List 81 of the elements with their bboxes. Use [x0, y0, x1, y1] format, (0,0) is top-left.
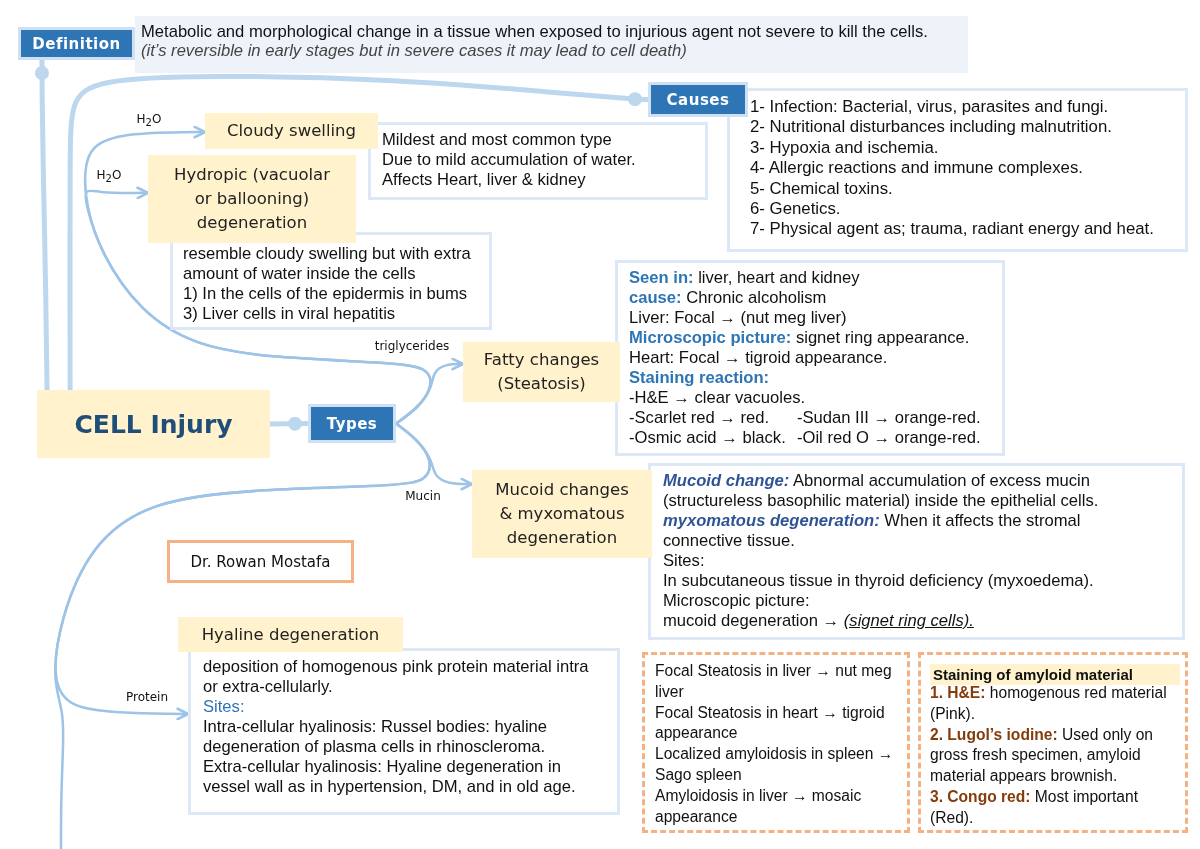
topic-card: [178, 617, 403, 652]
topic-card: [463, 342, 620, 402]
label-tag: [18, 27, 135, 60]
connector-line: [54, 422, 431, 849]
topic-title: Hyaline degeneration: [201, 623, 380, 646]
topic-card: [148, 155, 356, 243]
note-text: resemble cloudy swelling but with extra amount of water inside the cells: [183, 244, 472, 284]
note-text: Liver: Focal → (nut meg liver): [629, 308, 847, 328]
arrow: [394, 357, 465, 425]
note-text: Sites:: [203, 697, 245, 717]
author-name: Dr. Rowan Mostafa: [190, 552, 331, 571]
note-text: mucoid degeneration → (signet ring cells).: [663, 611, 974, 631]
dashed-note-panel: [918, 652, 1188, 833]
label-tag: [648, 82, 748, 117]
note-text: Mildest and most common type: [382, 130, 612, 150]
note-text: Affects Heart, liver & kidney: [382, 170, 586, 190]
note-text: Amyloidosis in liver → mosaic appearance: [655, 785, 863, 827]
note-panel: [615, 260, 1005, 456]
note-panel: [188, 648, 620, 815]
dot-connector: [267, 416, 311, 431]
central-topic-card: [37, 390, 270, 458]
definition-text: Metabolic and morphological change in a tissue when exposed to injurious agent not severe to kill the cells.: [141, 22, 928, 41]
list-item: 6- Genetics.: [750, 199, 841, 220]
central-title: CELL Injury: [74, 409, 233, 439]
list-item: 4- Allergic reactions and immune complexes.: [750, 158, 1083, 179]
definition-text: (it’s reversible in early stages but in severe cases it may lead to cell death): [141, 41, 687, 60]
highlight-band: [930, 664, 1180, 685]
note-text: 1. H&E: homogenous red material (Pink).: [930, 683, 1168, 724]
edge-label: Mucin: [403, 489, 443, 503]
topic-title: Cloudy swelling: [226, 120, 357, 142]
note-text: 2. Lugol’s iodine: Used only on gross fresh specimen, amyloid material appears brownish.: [930, 724, 1154, 787]
note-text: myxomatous degeneration: When it affects the stromal connective tissue.: [663, 511, 1082, 551]
note-text: 3. Congo red: Most important (Red).: [930, 787, 1139, 828]
note-text: 3) Liver cells in viral hepatitis: [183, 304, 396, 324]
note-text: 1) In the cells of the epidermis in bums: [183, 284, 468, 304]
note-text: -Sudan III → orange-red.: [797, 408, 981, 428]
list-item: 1- Infection: Bacterial, virus, parasites and fungi.: [750, 97, 1109, 118]
label-tag: [308, 404, 396, 443]
note-text: In subcutaneous tissue in thyroid deficiency (myxoedema).: [663, 571, 1094, 591]
note-text: Microscopic picture: signet ring appearance.: [629, 328, 970, 348]
list-item: 5- Chemical toxins.: [750, 178, 893, 200]
note-text: Focal Steatosis in heart → tigroid appearance: [655, 702, 886, 744]
note-text: Mucoid change: Abnormal accumulation of excess mucin (structureless basophilic material) inside the epithelial cells.: [663, 471, 1100, 511]
note-text: Focal Steatosis in liver → nut meg liver: [655, 661, 893, 702]
tag-label: Types: [326, 414, 378, 433]
note-text: Microscopic picture:: [663, 591, 810, 611]
note-text: -Oil red O → orange-red.: [797, 428, 981, 448]
note-text: Due to mild accumulation of water.: [382, 150, 636, 170]
topic-title: Mucoid changes & myxomatous degeneration: [494, 479, 630, 549]
author-card: [167, 540, 354, 583]
note-text: Seen in: liver, heart and kidney: [629, 268, 860, 288]
definition-panel: [135, 16, 968, 73]
dashed-note-panel: [642, 652, 910, 833]
list-item: 7- Physical agent as; trauma, radiant energy and heat.: [750, 219, 1154, 240]
note-text: deposition of homogenous pink protein material intra or extra-cellularly.: [203, 657, 590, 697]
dot-connector: [67, 74, 651, 393]
tag-label: Causes: [666, 90, 730, 109]
topic-card: [205, 113, 378, 149]
note-text: Staining reaction:: [629, 368, 770, 388]
topic-card: [472, 470, 652, 558]
note-text: Sites:: [663, 551, 705, 571]
note-text: -Osmic acid → black.: [629, 428, 787, 448]
topic-title: Hydropic (vacuolar or ballooning) degeneration: [173, 164, 331, 234]
list-item: 3- Hypoxia and ischemia.: [750, 137, 939, 159]
note-text: Localized amyloidosis in spleen → Sago spleen: [655, 744, 895, 785]
note-panel: [368, 122, 708, 200]
note-text: Intra-cellular hyalinosis: Russel bodies: hyaline degeneration of plasma cells in rhinoscleroma.: [203, 717, 549, 757]
list-item: 2- Nutritional disturbances including malnutrition.: [750, 117, 1112, 138]
section-heading: Staining of amyloid material: [933, 665, 1134, 685]
edge-label: triglycerides: [372, 339, 452, 353]
note-text: Heart: Focal → tigroid appearance.: [629, 348, 888, 368]
note-text: Extra-cellular hyalinosis: Hyaline degeneration in vessel wall as in hypertension, DM, and in old age.: [203, 757, 577, 797]
topic-title: Fatty changes (Steatosis): [482, 349, 601, 395]
list-panel: [727, 88, 1188, 252]
tag-label: Definition: [32, 34, 121, 53]
note-text: cause: Chronic alcoholism: [629, 288, 827, 308]
dot-connector: [35, 57, 50, 393]
note-text: -Scarlet red → red.: [629, 408, 771, 428]
note-panel: [648, 463, 1185, 640]
note-panel: [170, 232, 492, 330]
note-text: -H&E → clear vacuoles.: [629, 388, 806, 408]
